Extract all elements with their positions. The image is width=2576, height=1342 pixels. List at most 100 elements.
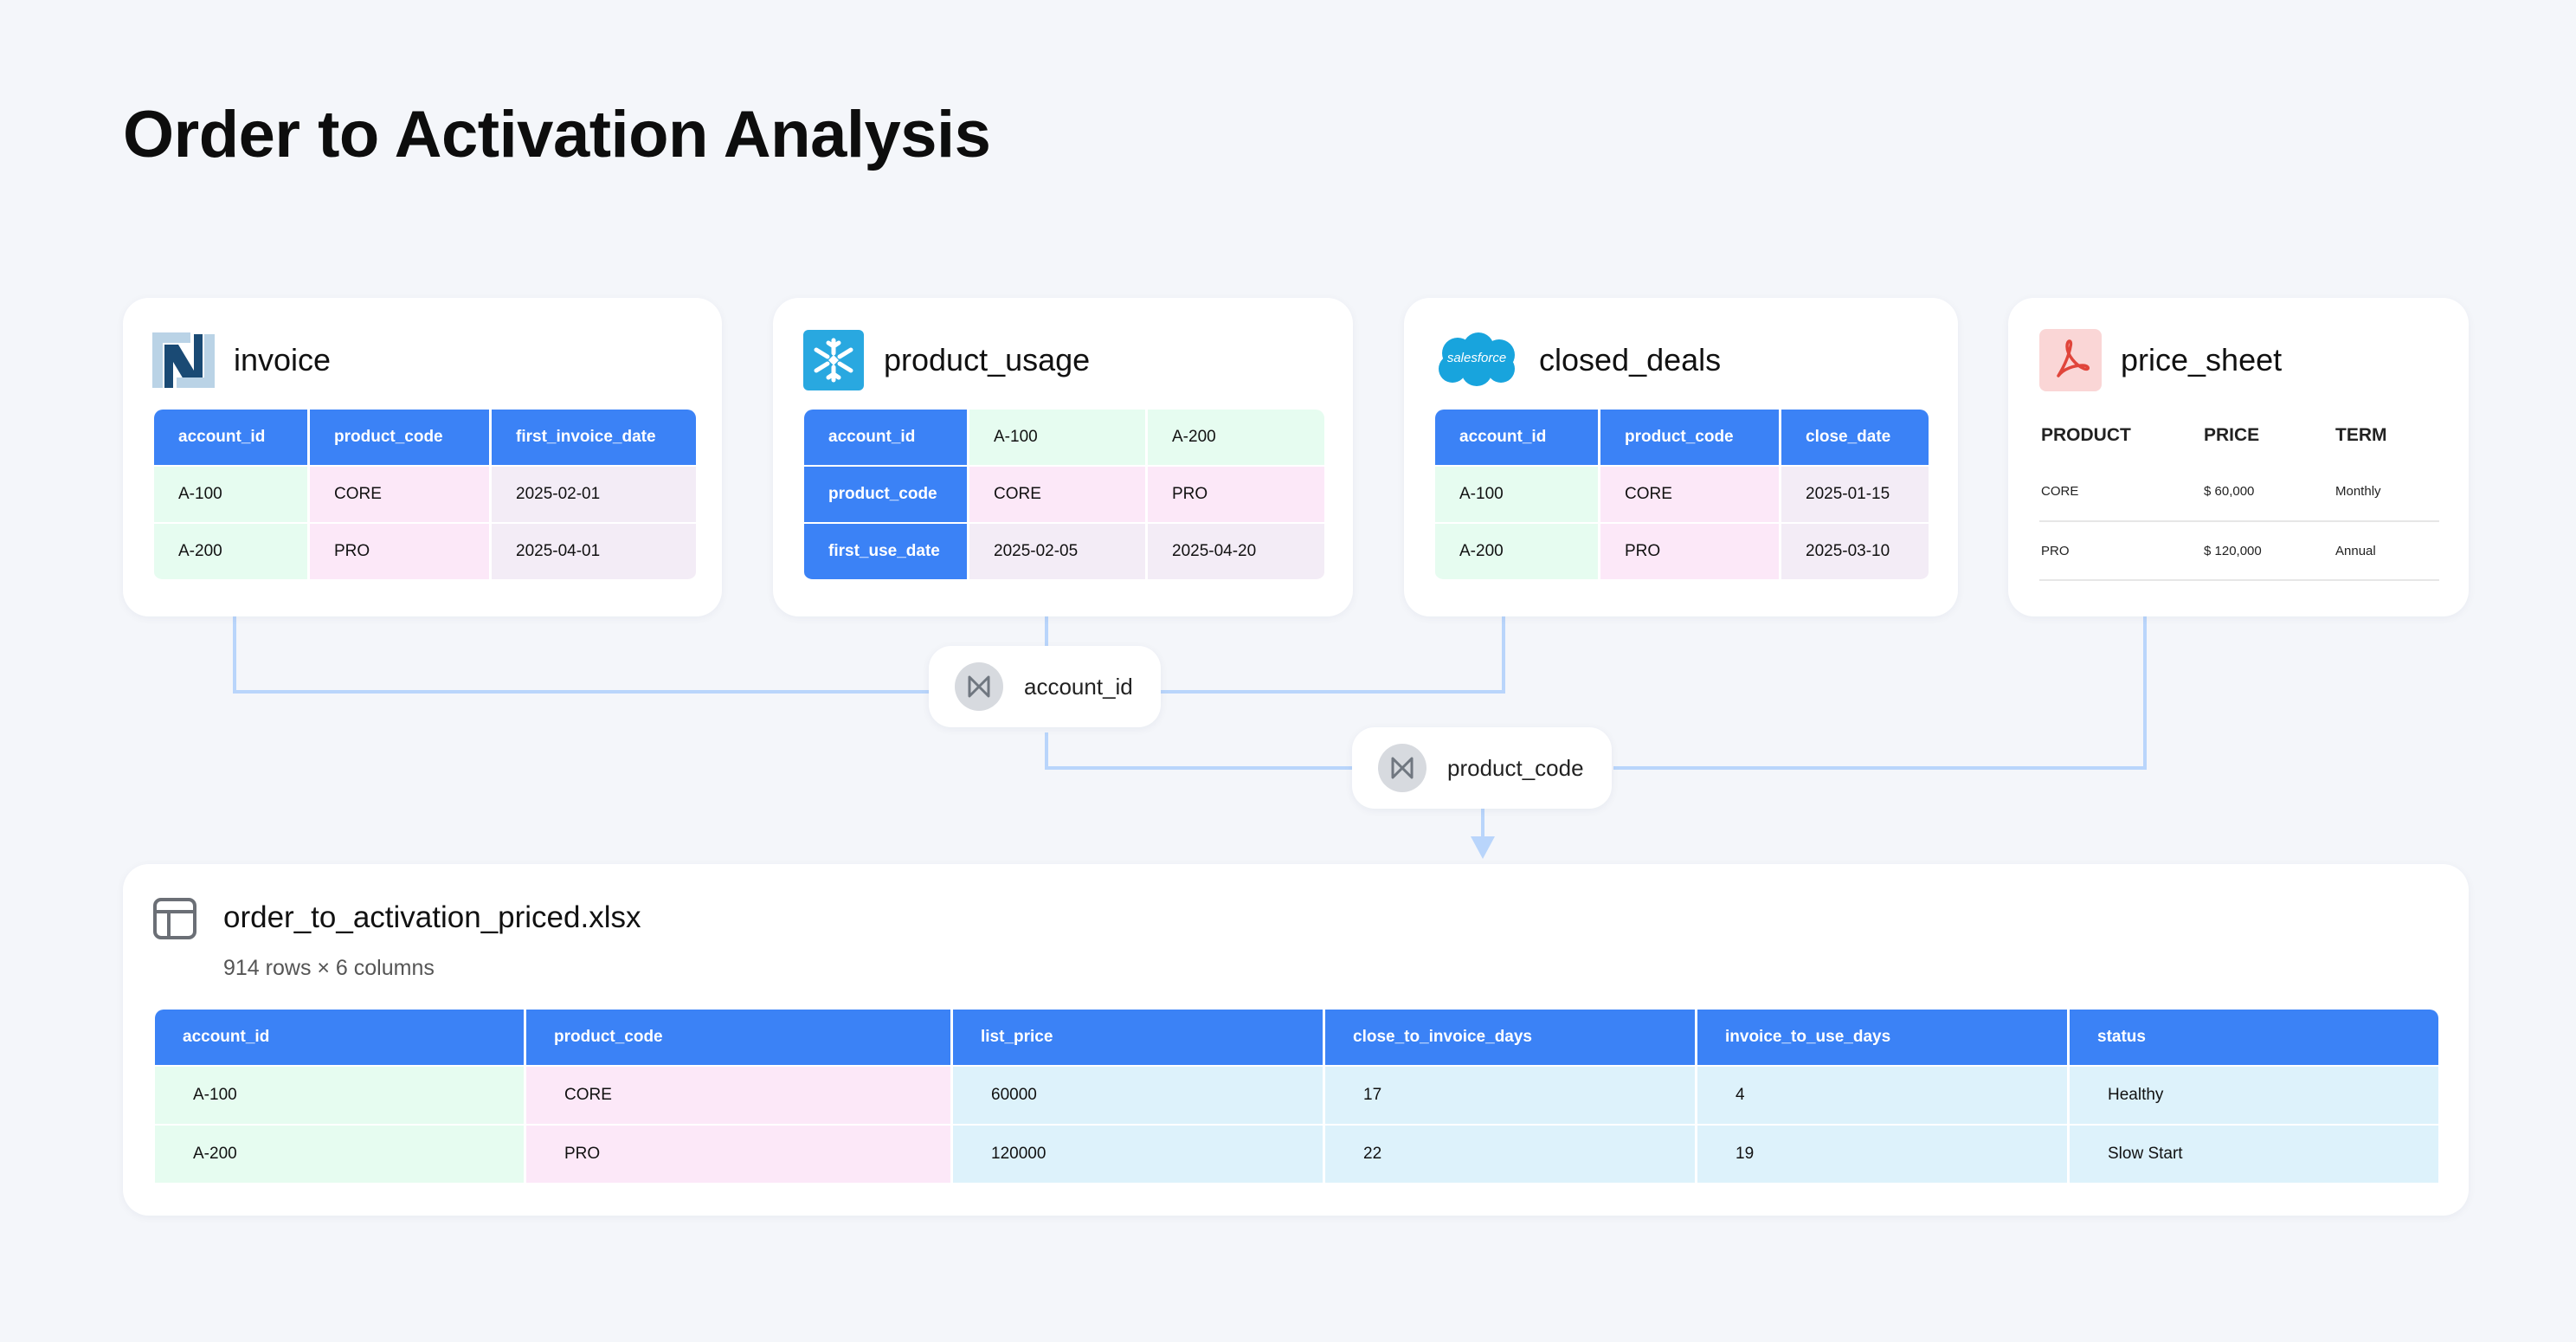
table-cell: A-200 bbox=[154, 524, 307, 581]
table-cell: 19 bbox=[1697, 1126, 2067, 1184]
price-sheet-card-header: price_sheet bbox=[2039, 329, 2282, 391]
table-cell: 2025-02-01 bbox=[492, 467, 696, 524]
row-header: product_code bbox=[804, 467, 967, 524]
snowflake-logo-icon bbox=[802, 329, 865, 391]
join-node-product-code[interactable]: product_code bbox=[1352, 727, 1612, 809]
table-cell: A-100 bbox=[155, 1067, 524, 1126]
table-header-row: account_id product_code close_date bbox=[1435, 410, 1929, 467]
wire-invoice-to-account-join bbox=[233, 585, 931, 694]
table-row: A-200 PRO 120000 22 19 Slow Start bbox=[155, 1126, 2438, 1184]
table-cell: 2025-02-05 bbox=[969, 524, 1145, 581]
column-header: account_id bbox=[154, 410, 307, 467]
table-cell: Healthy bbox=[2070, 1067, 2438, 1126]
table-cell: PRO bbox=[310, 524, 489, 581]
product-usage-card[interactable]: product_usage account_id A-100 A-200 pro… bbox=[773, 298, 1353, 616]
table-cell: CORE bbox=[1600, 467, 1779, 524]
row-header: account_id bbox=[804, 410, 967, 467]
table-cell: 2025-01-15 bbox=[1781, 467, 1929, 524]
table-row: first_use_date 2025-02-05 2025-04-20 bbox=[804, 524, 1324, 581]
table-cell: A-200 bbox=[1148, 410, 1324, 467]
table-cell: $ 60,000 bbox=[2202, 462, 2334, 522]
table-cell: 2025-03-10 bbox=[1781, 524, 1929, 581]
wire-pricesheet-to-product-join bbox=[1613, 585, 2147, 770]
closed-deals-card-header: salesforce closed_deals bbox=[1432, 329, 1721, 391]
column-header: product_code bbox=[1600, 410, 1779, 467]
table-cell: 17 bbox=[1325, 1067, 1695, 1126]
wire-deals-to-account-join bbox=[1160, 585, 1505, 694]
arrow-down-icon bbox=[1471, 836, 1495, 859]
table-row: A-100 CORE 2025-01-15 bbox=[1435, 467, 1929, 524]
table-cell: A-100 bbox=[969, 410, 1145, 467]
product-usage-card-header: product_usage bbox=[802, 329, 1090, 391]
join-label: account_id bbox=[1024, 673, 1133, 700]
column-header: account_id bbox=[155, 1010, 524, 1067]
pdf-icon bbox=[2039, 329, 2102, 391]
table-icon bbox=[152, 897, 197, 940]
table-row: product_code CORE PRO bbox=[804, 467, 1324, 524]
column-header: product_code bbox=[526, 1010, 950, 1067]
table-header-row: account_id product_code first_invoice_da… bbox=[154, 410, 696, 467]
table-cell: Slow Start bbox=[2070, 1126, 2438, 1184]
table-cell: PRO bbox=[1600, 524, 1779, 581]
wire-usage-to-product-join bbox=[1045, 732, 1352, 770]
price-sheet-table: PRODUCT PRICE TERM CORE $ 60,000 Monthly… bbox=[2039, 409, 2439, 581]
table-cell: CORE bbox=[310, 467, 489, 524]
salesforce-logo-icon: salesforce bbox=[1432, 329, 1522, 391]
table-cell: 120000 bbox=[953, 1126, 1323, 1184]
table-cell: PRO bbox=[526, 1126, 950, 1184]
table-cell: A-100 bbox=[1435, 467, 1598, 524]
price-sheet-card[interactable]: price_sheet PRODUCT PRICE TERM CORE $ 60… bbox=[2008, 298, 2469, 616]
table-header-row: account_id product_code list_price close… bbox=[155, 1010, 2438, 1067]
table-cell: $ 120,000 bbox=[2202, 521, 2334, 581]
table-cell: CORE bbox=[2039, 462, 2202, 522]
column-header: close_to_invoice_days bbox=[1325, 1010, 1695, 1067]
column-header: close_date bbox=[1781, 410, 1929, 467]
column-header: status bbox=[2070, 1010, 2438, 1067]
closed-deals-card-title: closed_deals bbox=[1539, 342, 1722, 377]
invoice-table: account_id product_code first_invoice_da… bbox=[151, 410, 699, 581]
table-cell: 60000 bbox=[953, 1067, 1323, 1126]
table-cell: A-100 bbox=[154, 467, 307, 524]
table-row: PRO $ 120,000 Annual bbox=[2039, 521, 2439, 581]
netsuite-logo-icon bbox=[152, 329, 215, 391]
table-cell: PRO bbox=[1148, 467, 1324, 524]
output-subtitle: 914 rows × 6 columns bbox=[223, 956, 435, 980]
price-sheet-card-title: price_sheet bbox=[2121, 342, 2283, 377]
table-cell: PRO bbox=[2039, 521, 2202, 581]
closed-deals-table: account_id product_code close_date A-100… bbox=[1433, 410, 1931, 581]
table-row: A-100 CORE 2025-02-01 bbox=[154, 467, 696, 524]
table-cell: Monthly bbox=[2334, 462, 2439, 522]
invoice-card[interactable]: invoice account_id product_code first_in… bbox=[123, 298, 722, 616]
column-header: TERM bbox=[2335, 425, 2387, 445]
output-table: account_id product_code list_price close… bbox=[152, 1010, 2441, 1184]
table-row: A-100 CORE 60000 17 4 Healthy bbox=[155, 1067, 2438, 1126]
table-cell: 2025-04-01 bbox=[492, 524, 696, 581]
table-row: A-200 PRO 2025-03-10 bbox=[1435, 524, 1929, 581]
table-row: A-200 PRO 2025-04-01 bbox=[154, 524, 696, 581]
column-header: first_invoice_date bbox=[492, 410, 696, 467]
column-header: invoice_to_use_days bbox=[1697, 1010, 2067, 1067]
output-title: order_to_activation_priced.xlsx bbox=[223, 900, 641, 934]
product-usage-card-title: product_usage bbox=[884, 342, 1091, 377]
closed-deals-card[interactable]: salesforce closed_deals account_id produ… bbox=[1404, 298, 1958, 616]
column-header: PRICE bbox=[2204, 425, 2260, 445]
table-cell: CORE bbox=[969, 467, 1145, 524]
column-header: account_id bbox=[1435, 410, 1598, 467]
table-cell: 4 bbox=[1697, 1067, 2067, 1126]
invoice-card-title: invoice bbox=[234, 342, 332, 377]
table-cell: 2025-04-20 bbox=[1148, 524, 1324, 581]
table-row: account_id A-100 A-200 bbox=[804, 410, 1324, 467]
table-cell: CORE bbox=[526, 1067, 950, 1126]
page-title: Order to Activation Analysis bbox=[123, 98, 991, 171]
salesforce-logo-text: salesforce bbox=[1446, 351, 1507, 365]
column-header: PRODUCT bbox=[2041, 425, 2131, 445]
table-cell: A-200 bbox=[1435, 524, 1598, 581]
join-icon bbox=[1378, 744, 1426, 792]
product-usage-table: account_id A-100 A-200 product_code CORE… bbox=[802, 410, 1327, 581]
column-header: list_price bbox=[953, 1010, 1323, 1067]
table-cell: 22 bbox=[1325, 1126, 1695, 1184]
row-header: first_use_date bbox=[804, 524, 967, 581]
column-header: product_code bbox=[310, 410, 489, 467]
join-node-account-id[interactable]: account_id bbox=[929, 646, 1161, 727]
invoice-card-header: invoice bbox=[152, 329, 331, 391]
